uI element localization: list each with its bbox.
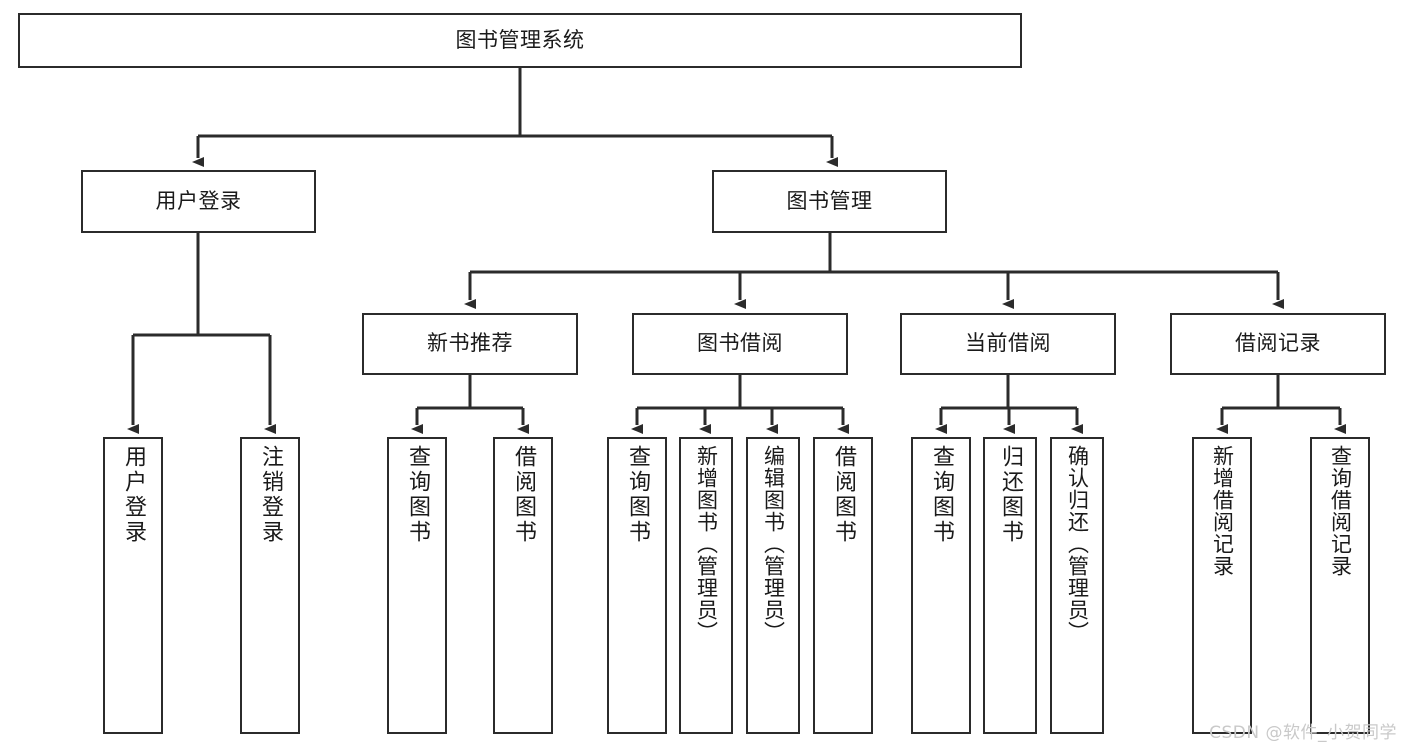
node-leaf-query-book-current[interactable]: 查询图书	[911, 437, 971, 734]
watermark-text: CSDN @软件_小贺同学	[1209, 723, 1397, 743]
node-label: 归还图书	[998, 445, 1023, 545]
node-leaf-add-borrow-record[interactable]: 新增借阅记录	[1192, 437, 1252, 734]
node-label: 用户登录	[121, 445, 146, 545]
node-root-book-management-system[interactable]: 图书管理系统	[18, 13, 1022, 68]
node-label: 查询图书	[929, 445, 954, 545]
node-label: 新增图书（管理员）	[694, 445, 719, 643]
node-leaf-confirm-return-admin[interactable]: 确认归还（管理员）	[1050, 437, 1104, 734]
node-label: 编辑图书（管理员）	[761, 445, 786, 643]
node-user-login[interactable]: 用户登录	[81, 170, 316, 233]
node-leaf-query-book-borrow[interactable]: 查询图书	[607, 437, 667, 734]
node-label: 查询借阅记录	[1328, 445, 1353, 577]
node-book-borrow[interactable]: 图书借阅	[632, 313, 848, 375]
node-borrow-record[interactable]: 借阅记录	[1170, 313, 1386, 375]
node-label: 查询图书	[405, 445, 430, 545]
node-leaf-edit-book-admin[interactable]: 编辑图书（管理员）	[746, 437, 800, 734]
node-label: 借阅图书	[511, 445, 536, 545]
node-leaf-borrow-book-recommend[interactable]: 借阅图书	[493, 437, 553, 734]
node-leaf-query-borrow-record[interactable]: 查询借阅记录	[1310, 437, 1370, 734]
node-label: 借阅图书	[831, 445, 856, 545]
node-leaf-borrow-book[interactable]: 借阅图书	[813, 437, 873, 734]
node-leaf-logout[interactable]: 注销登录	[240, 437, 300, 734]
node-label: 图书管理系统	[455, 27, 585, 52]
node-label: 注销登录	[258, 445, 283, 545]
node-book-management[interactable]: 图书管理	[712, 170, 947, 233]
node-leaf-query-book-recommend[interactable]: 查询图书	[387, 437, 447, 734]
node-leaf-add-book-admin[interactable]: 新增图书（管理员）	[679, 437, 733, 734]
node-label: 确认归还（管理员）	[1065, 445, 1090, 643]
node-leaf-return-book[interactable]: 归还图书	[983, 437, 1037, 734]
node-label: 查询图书	[625, 445, 650, 545]
node-leaf-user-login[interactable]: 用户登录	[103, 437, 163, 734]
node-label: 新增借阅记录	[1210, 445, 1235, 577]
node-label: 新书推荐	[427, 331, 513, 356]
node-new-book-recommendation[interactable]: 新书推荐	[362, 313, 578, 375]
node-current-borrow[interactable]: 当前借阅	[900, 313, 1116, 375]
node-label: 图书借阅	[697, 331, 783, 356]
node-label: 当前借阅	[965, 331, 1051, 356]
node-label: 用户登录	[155, 188, 242, 213]
node-label: 图书管理	[786, 188, 873, 213]
node-label: 借阅记录	[1235, 331, 1321, 356]
